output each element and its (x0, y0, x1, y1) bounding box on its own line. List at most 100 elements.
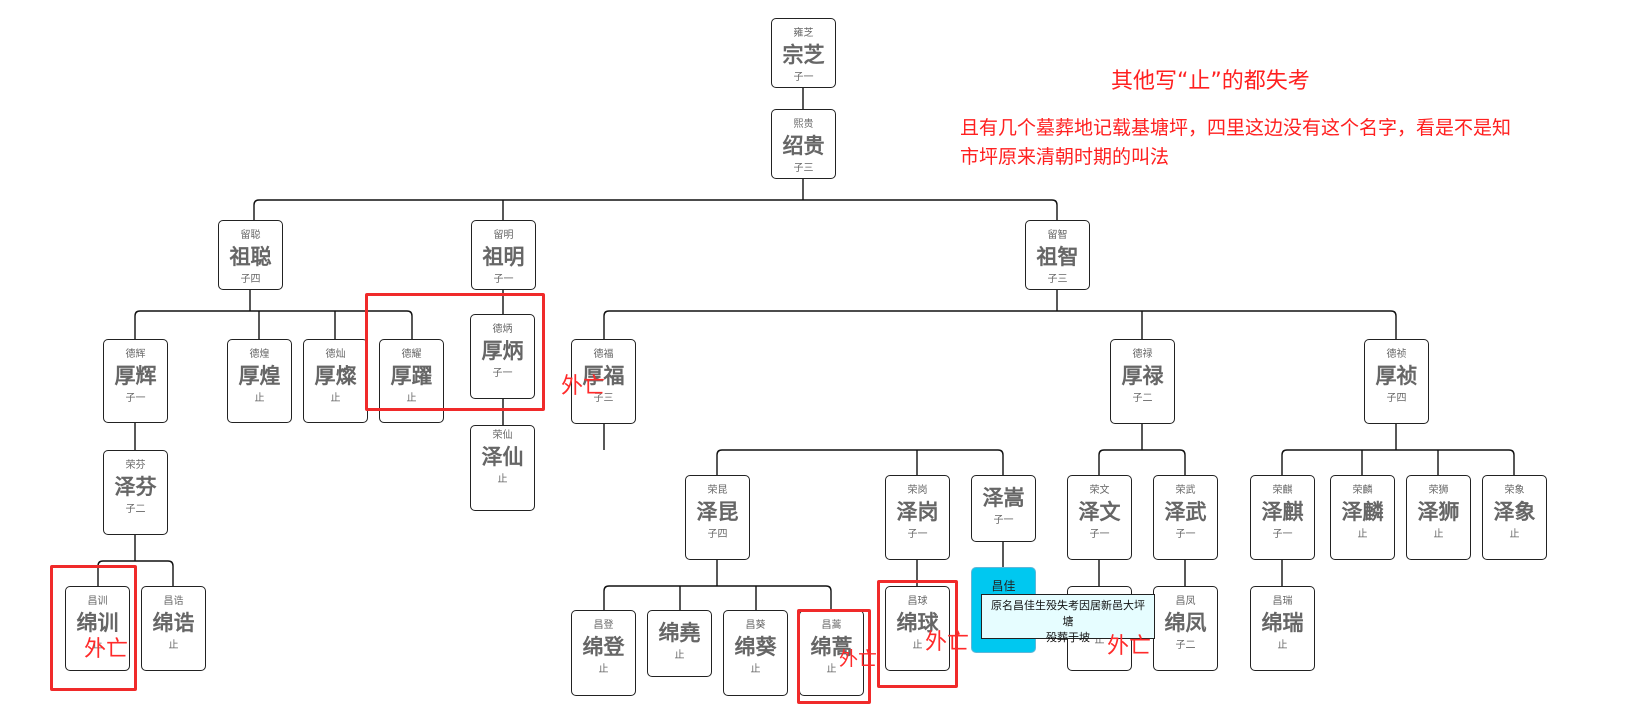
node-name: 泽麒 (1261, 500, 1304, 524)
node-miandeng[interactable]: 昌登 绵登 止 (571, 610, 636, 696)
node-name: 绵登 (582, 635, 625, 659)
node-alias: 昌登 (593, 620, 614, 631)
node-zeqi[interactable]: 荣麒 泽麒 子一 (1250, 475, 1315, 560)
node-alias: 熙贵 (793, 119, 814, 130)
node-houhuang[interactable]: 德煌 厚煌 止 (227, 339, 292, 423)
node-miankui[interactable]: 昌葵 绵葵 止 (723, 610, 788, 696)
died-away-label: 外亡 (84, 637, 129, 662)
node-name: 厚福 (582, 364, 625, 388)
node-alias: 昌球 (907, 596, 928, 607)
node-name: 祖智 (1036, 245, 1079, 269)
node-alias: 德煌 (249, 349, 270, 360)
node-zuming[interactable]: 留明 祖明 子一 (471, 220, 536, 290)
node-houfu[interactable]: 德福 厚福 子三 (571, 339, 636, 424)
node-name: 绵堯 (658, 621, 701, 645)
node-houzhen[interactable]: 德祯 厚祯 子四 (1364, 339, 1429, 424)
node-alias: 荣麟 (1352, 485, 1373, 496)
node-note: 子一 (793, 72, 814, 83)
node-name: 泽芬 (114, 475, 157, 499)
node-alias: 留明 (493, 230, 514, 241)
node-name: 绵诰 (152, 611, 195, 635)
node-mianrui[interactable]: 昌瑞 绵瑞 止 (1250, 586, 1315, 671)
node-alias: 荣文 (1089, 485, 1110, 496)
node-zeshi[interactable]: 荣狮 泽狮 止 (1406, 475, 1471, 560)
connector (603, 560, 832, 610)
node-zewen[interactable]: 荣文 泽文 子一 (1067, 475, 1132, 560)
node-zexian[interactable]: 荣仙 泽仙 止 (470, 425, 535, 511)
died-away-label: 外亡 (561, 374, 606, 399)
node-name: 泽麟 (1341, 500, 1384, 524)
node-name: 厚祯 (1375, 364, 1418, 388)
node-name: 泽岗 (896, 500, 939, 524)
annotation-line1: 且有几个墓葬地记载基塘坪，四里这边没有这个名字，看是不是知 (960, 117, 1512, 139)
node-zexiang[interactable]: 荣象 泽象 止 (1482, 475, 1547, 560)
node-name: 厚躍 (390, 364, 433, 388)
node-name: 绵蒿 (810, 635, 853, 659)
node-note: 止 (168, 640, 179, 651)
highlight-box-mianxun (50, 565, 137, 691)
node-name: 泽嵩 (982, 486, 1025, 510)
node-name: 祖明 (482, 245, 525, 269)
node-alias: 荣芬 (125, 460, 146, 471)
node-name: 泽武 (1164, 500, 1207, 524)
node-note: 止 (1433, 529, 1444, 540)
connector (253, 179, 1058, 220)
node-miangao[interactable]: 昌诰 绵诰 止 (141, 586, 206, 671)
node-zongzhi[interactable]: 雍芝 宗芝 子一 (771, 18, 836, 88)
node-alias: 昌葵 (745, 620, 766, 631)
node-note: 子四 (240, 274, 261, 285)
node-alias: 留智 (1047, 230, 1068, 241)
node-zewu[interactable]: 荣武 泽武 子一 (1153, 475, 1218, 560)
node-zesong[interactable]: 泽嵩 子一 (971, 475, 1036, 542)
node-houcan[interactable]: 德灿 厚燦 止 (303, 339, 368, 423)
node-alias: 昌凤 (1175, 596, 1196, 607)
node-name: 绍贵 (782, 134, 825, 158)
node-note: 子一 (492, 368, 513, 379)
node-note: 子一 (125, 393, 146, 404)
node-zuzhi[interactable]: 留智 祖智 子三 (1025, 220, 1090, 290)
node-mianfeng[interactable]: 昌凤 绵凤 子二 (1153, 586, 1218, 671)
node-houlu[interactable]: 德禄 厚禄 子二 (1110, 339, 1175, 424)
node-mianqiu[interactable]: 昌球 绵球 止 (885, 586, 950, 671)
highlight-box-houyao-houbing (365, 293, 545, 411)
node-alias: 德祯 (1386, 349, 1407, 360)
node-houbing[interactable]: 德炳 厚炳 子一 (470, 314, 535, 399)
node-alias: 荣象 (1504, 485, 1525, 496)
node-zegang[interactable]: 荣岗 泽岗 子一 (885, 475, 950, 560)
node-zekun[interactable]: 荣昆 泽昆 子四 (685, 475, 750, 560)
node-mianyao[interactable]: 绵堯 止 (647, 610, 712, 677)
node-mianxun[interactable]: 昌训 绵训 止 (65, 586, 130, 671)
connector (1098, 560, 1186, 586)
node-alias: 昌瑞 (1272, 596, 1293, 607)
connector (603, 424, 1004, 475)
node-name: 厚禄 (1121, 364, 1164, 388)
node-zefen[interactable]: 荣芬 泽芬 子二 (103, 450, 168, 535)
node-shaogui[interactable]: 熙贵 绍贵 子三 (771, 109, 836, 179)
node-mianhao[interactable]: 昌蒿 绵蒿 止 (799, 610, 864, 696)
node-tooltip: 原名昌佳生殁失考因居新邑大坪塘 殁葬于坡 (981, 594, 1155, 644)
node-alias: 昌训 (87, 596, 108, 607)
node-alias: 荣昆 (707, 485, 728, 496)
tooltip-line1: 原名昌佳生殁失考因居新邑大坪塘 (991, 599, 1145, 628)
node-name: 泽昆 (696, 500, 739, 524)
node-note: 止 (826, 664, 837, 675)
node-alias: 昌诰 (163, 596, 184, 607)
node-name: 泽象 (1493, 500, 1536, 524)
node-note: 止 (598, 664, 609, 675)
node-houhui[interactable]: 德辉 厚辉 子一 (103, 339, 168, 423)
node-name: 绵球 (896, 611, 939, 635)
annotation-heading: 其他写“止”的都失考 (1111, 69, 1310, 94)
node-alias: 德耀 (401, 349, 422, 360)
node-zucong[interactable]: 留聪 祖聪 子四 (218, 220, 283, 290)
node-note: 子一 (1089, 529, 1110, 540)
node-alias: 昌蒿 (821, 620, 842, 631)
node-note: 子二 (1132, 393, 1153, 404)
node-name: 泽文 (1078, 500, 1121, 524)
node-alias: 荣岗 (907, 485, 928, 496)
connector (1098, 424, 1186, 475)
node-note: 子一 (493, 274, 514, 285)
node-name: 厚炳 (481, 339, 524, 363)
node-name: 厚煌 (238, 364, 281, 388)
node-zelin[interactable]: 荣麟 泽麟 止 (1330, 475, 1395, 560)
